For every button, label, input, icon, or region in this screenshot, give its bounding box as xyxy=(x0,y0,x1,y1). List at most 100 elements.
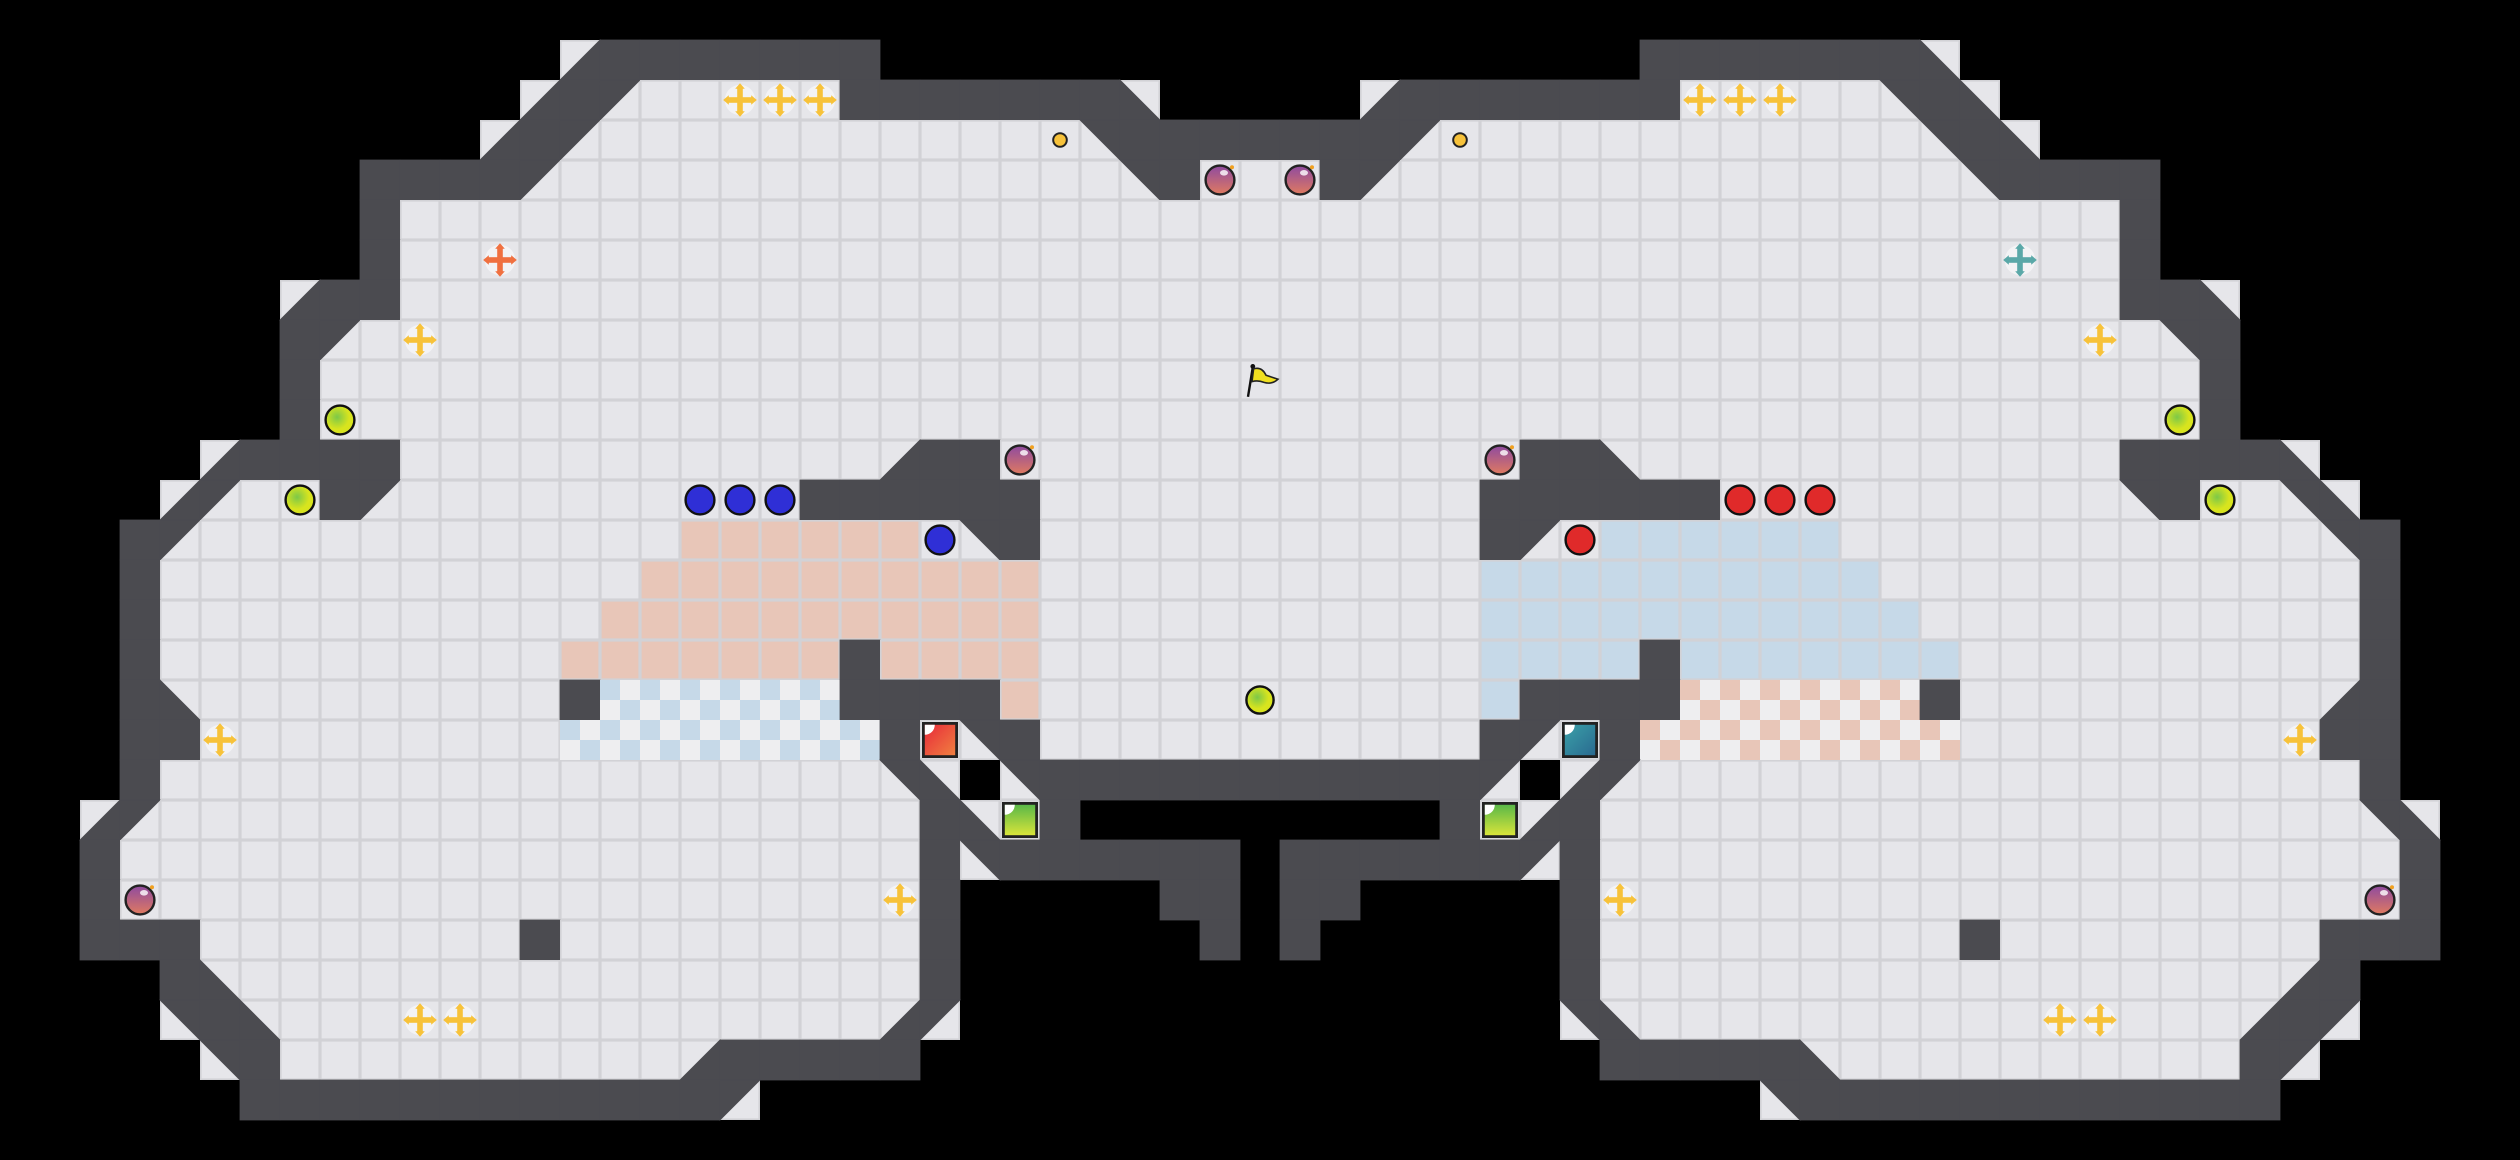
floor-tile xyxy=(279,880,320,921)
floor-tile xyxy=(1840,279,1881,320)
floor-tile xyxy=(640,320,681,361)
floor-tile xyxy=(1320,680,1361,721)
floor-tile xyxy=(960,239,1001,280)
floor-tile xyxy=(600,840,641,881)
portal-icon xyxy=(1562,722,1598,758)
floor-tile xyxy=(1640,880,1681,921)
floor-tile xyxy=(600,920,641,961)
floor-tile xyxy=(1520,119,1561,160)
blue-zone-tile xyxy=(1880,640,1921,681)
checker-cell xyxy=(1840,680,1860,700)
blue-zone-tile xyxy=(1720,640,1761,681)
floor-tile xyxy=(159,800,200,841)
powerup-icon xyxy=(723,83,757,117)
floor-tile xyxy=(760,960,801,1001)
diagonal-wall-tile xyxy=(1479,759,1521,801)
powerup-arrow xyxy=(895,883,905,889)
floor-tile xyxy=(840,239,881,280)
wall-tile xyxy=(239,1039,281,1081)
floor-tile xyxy=(720,440,761,481)
flag-icon xyxy=(1246,364,1280,397)
floor-tile xyxy=(360,880,401,921)
floor-tile xyxy=(560,760,601,801)
floor-tile xyxy=(279,600,320,641)
checker-cell xyxy=(580,740,600,760)
wall-tile xyxy=(1279,839,1321,881)
wall-tile xyxy=(319,479,361,521)
floor-tile xyxy=(1040,360,1081,401)
wall-tile xyxy=(2119,439,2161,481)
wall-tile xyxy=(279,399,321,441)
floor-tile xyxy=(1200,239,1241,280)
floor-tile xyxy=(1720,400,1761,441)
floor-tile xyxy=(1880,560,1921,601)
wall-tile xyxy=(639,1079,681,1121)
floor-tile xyxy=(440,680,481,721)
floor-tile xyxy=(1880,279,1921,320)
wall-tile xyxy=(119,719,161,761)
floor-tile xyxy=(1200,279,1241,320)
wall-tile xyxy=(119,919,161,961)
floor-tile xyxy=(1920,480,1961,521)
floor-tile xyxy=(2160,880,2201,921)
wall-tile xyxy=(999,839,1041,881)
floor-tile xyxy=(2240,560,2281,601)
floor-tile xyxy=(800,239,841,280)
wall-tile xyxy=(999,519,1041,561)
floor-tile xyxy=(199,680,240,721)
floor-tile xyxy=(320,920,361,961)
wall-tile xyxy=(2119,159,2161,201)
floor-tile xyxy=(840,360,881,401)
floor-tile xyxy=(1480,400,1521,441)
floor-tile xyxy=(2280,800,2321,841)
floor-tile xyxy=(2200,920,2241,961)
floor-tile xyxy=(1720,119,1761,160)
floor-tile xyxy=(1400,560,1441,601)
floor-tile xyxy=(2240,840,2281,881)
floor-tile xyxy=(2000,360,2041,401)
wall-tile xyxy=(1159,759,1201,801)
floor-tile xyxy=(1080,600,1121,641)
floor-tile xyxy=(2040,600,2081,641)
wall-tile xyxy=(1439,79,1481,121)
powerup-arrow xyxy=(415,1003,425,1009)
blue-zone-tile xyxy=(1880,600,1921,641)
floor-tile xyxy=(2160,560,2201,601)
powerup-arrow xyxy=(495,243,505,249)
floor-tile xyxy=(2000,199,2041,240)
powerup-arrow xyxy=(751,95,757,105)
floor-tile xyxy=(640,920,681,961)
powerup-icon xyxy=(1603,883,1637,917)
wall-tile xyxy=(1079,839,1121,881)
floor-tile xyxy=(600,360,641,401)
neutral-ball-icon xyxy=(1245,685,1275,715)
wall-tile xyxy=(1599,1039,1641,1081)
wall-tile xyxy=(279,319,321,361)
floor-tile xyxy=(2040,239,2081,280)
floor-tile xyxy=(239,600,280,641)
floor-tile xyxy=(1520,159,1561,200)
wall-tile xyxy=(1199,119,1241,161)
floor-tile xyxy=(1640,199,1681,240)
floor-tile xyxy=(2160,800,2201,841)
floor-tile xyxy=(1240,279,1281,320)
boost-dot xyxy=(1452,132,1468,148)
powerup-icon xyxy=(883,883,917,917)
floor-tile xyxy=(800,119,841,160)
blue-zone-tile xyxy=(1600,600,1641,641)
wall-tile xyxy=(919,799,961,841)
wall-tile xyxy=(359,279,401,321)
wall-tile xyxy=(2359,519,2401,561)
floor-tile xyxy=(520,480,561,521)
wall-tile xyxy=(1599,479,1641,521)
floor-tile xyxy=(1400,680,1441,721)
floor-tile xyxy=(1840,1040,1881,1081)
checker-cell xyxy=(720,680,740,700)
wall-tile xyxy=(879,79,921,121)
floor-tile xyxy=(800,360,841,401)
floor-tile xyxy=(1280,520,1321,561)
diagonal-wall-tile xyxy=(1399,119,1441,161)
floor-tile xyxy=(1240,159,1281,200)
powerup-arrow xyxy=(2111,1015,2117,1025)
powerup-icon xyxy=(483,243,517,277)
